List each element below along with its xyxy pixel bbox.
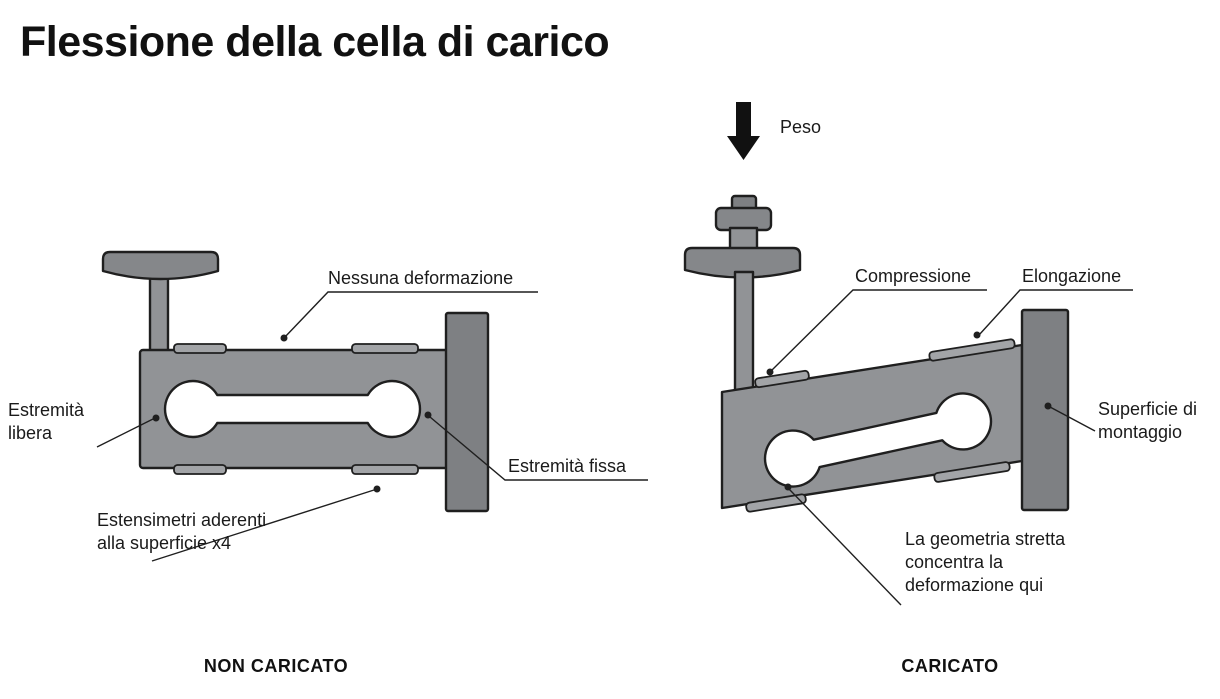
strain-gauge-tab bbox=[933, 461, 1011, 483]
dot-mounting-surface bbox=[1044, 402, 1052, 410]
label-weight: Peso bbox=[780, 117, 822, 137]
strain-gauge-tab bbox=[351, 343, 419, 354]
label-no-deformation: Nessuna deformazione bbox=[328, 268, 514, 288]
weight-arrow-icon bbox=[727, 102, 760, 160]
leader-geometry bbox=[788, 488, 902, 606]
label-free-end: Estremità libera bbox=[8, 400, 85, 443]
leader-fixed-end bbox=[429, 416, 648, 481]
button-cap bbox=[101, 250, 220, 281]
strain-gauge-tab bbox=[745, 493, 807, 513]
strain-gauge-tab-compression bbox=[754, 369, 810, 389]
button-stem bbox=[733, 270, 755, 399]
label-compression: Compressione bbox=[855, 266, 972, 286]
loaded-annotations bbox=[766, 289, 1133, 606]
loaded-cell-figure bbox=[683, 102, 1070, 513]
leader-no-deformation bbox=[283, 291, 538, 339]
mounting-block bbox=[1020, 308, 1070, 512]
label-strain-gauges: Estensimetri aderenti alla superficie x4 bbox=[97, 510, 267, 553]
label-elongation: Elongazione bbox=[1022, 266, 1122, 286]
leader-mounting-surface bbox=[1049, 406, 1096, 432]
leader-free-end bbox=[96, 418, 154, 448]
caption-unloaded: NON CARICATO bbox=[203, 656, 349, 676]
leader-compression bbox=[771, 289, 987, 371]
dumbbell-cutout bbox=[763, 392, 993, 488]
button-upper-disc bbox=[714, 206, 773, 232]
dot-no-deformation bbox=[280, 334, 288, 342]
dot-free-end bbox=[152, 414, 160, 422]
caption-loaded: CARICATO bbox=[901, 656, 999, 676]
label-geometry: La geometria stretta concentra la deform… bbox=[905, 529, 1066, 595]
dot-elongation bbox=[973, 331, 981, 339]
label-mounting-surface: Superficie di montaggio bbox=[1098, 399, 1198, 442]
strain-gauge-tab bbox=[351, 464, 419, 475]
dot-geometry bbox=[784, 483, 792, 491]
dot-strain-gauges bbox=[373, 485, 381, 493]
leader-strain-gauges bbox=[151, 489, 375, 562]
strain-gauge-tab-elongation bbox=[928, 338, 1016, 362]
unloaded-annotations bbox=[96, 291, 648, 562]
unloaded-cell-figure bbox=[101, 250, 490, 513]
label-fixed-end: Estremità fissa bbox=[508, 456, 627, 476]
dot-compression bbox=[766, 368, 774, 376]
dot-fixed-end bbox=[424, 411, 432, 419]
mounting-block bbox=[444, 311, 490, 513]
strain-gauge-tab bbox=[173, 343, 227, 354]
leader-elongation bbox=[978, 289, 1133, 336]
page-title: Flessione della cella di carico bbox=[20, 18, 610, 66]
strain-gauge-tab bbox=[173, 464, 227, 475]
dumbbell-cutout bbox=[163, 379, 422, 439]
